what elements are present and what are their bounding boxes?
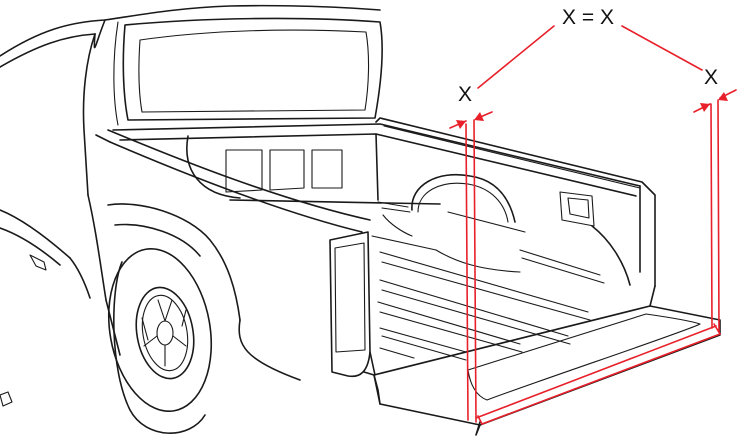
tailgate-edge-line-inner xyxy=(481,333,721,425)
bed-right-sidewall xyxy=(375,117,656,287)
leader-line-right xyxy=(621,25,703,71)
tailgate-edge-line-outer xyxy=(475,325,717,419)
left-x-label: X xyxy=(458,83,472,106)
measurement-marks xyxy=(449,25,737,425)
right-reference-line-a xyxy=(710,103,713,329)
bed-front-wall xyxy=(112,123,641,205)
bed-left-sidewall xyxy=(95,129,376,381)
leader-line-left xyxy=(477,25,555,89)
labels: X = X X X xyxy=(458,6,718,106)
bed-floor-ribs xyxy=(371,201,605,361)
rear-wheel xyxy=(107,247,213,434)
right-reference-line-b xyxy=(717,99,720,333)
tailgate xyxy=(363,285,721,436)
truck-cab xyxy=(0,4,383,407)
right-x-label: X xyxy=(704,66,718,89)
left-reference-line-a xyxy=(465,123,469,421)
equation-label: X = X xyxy=(562,6,614,29)
left-reference-line-b xyxy=(473,119,477,423)
